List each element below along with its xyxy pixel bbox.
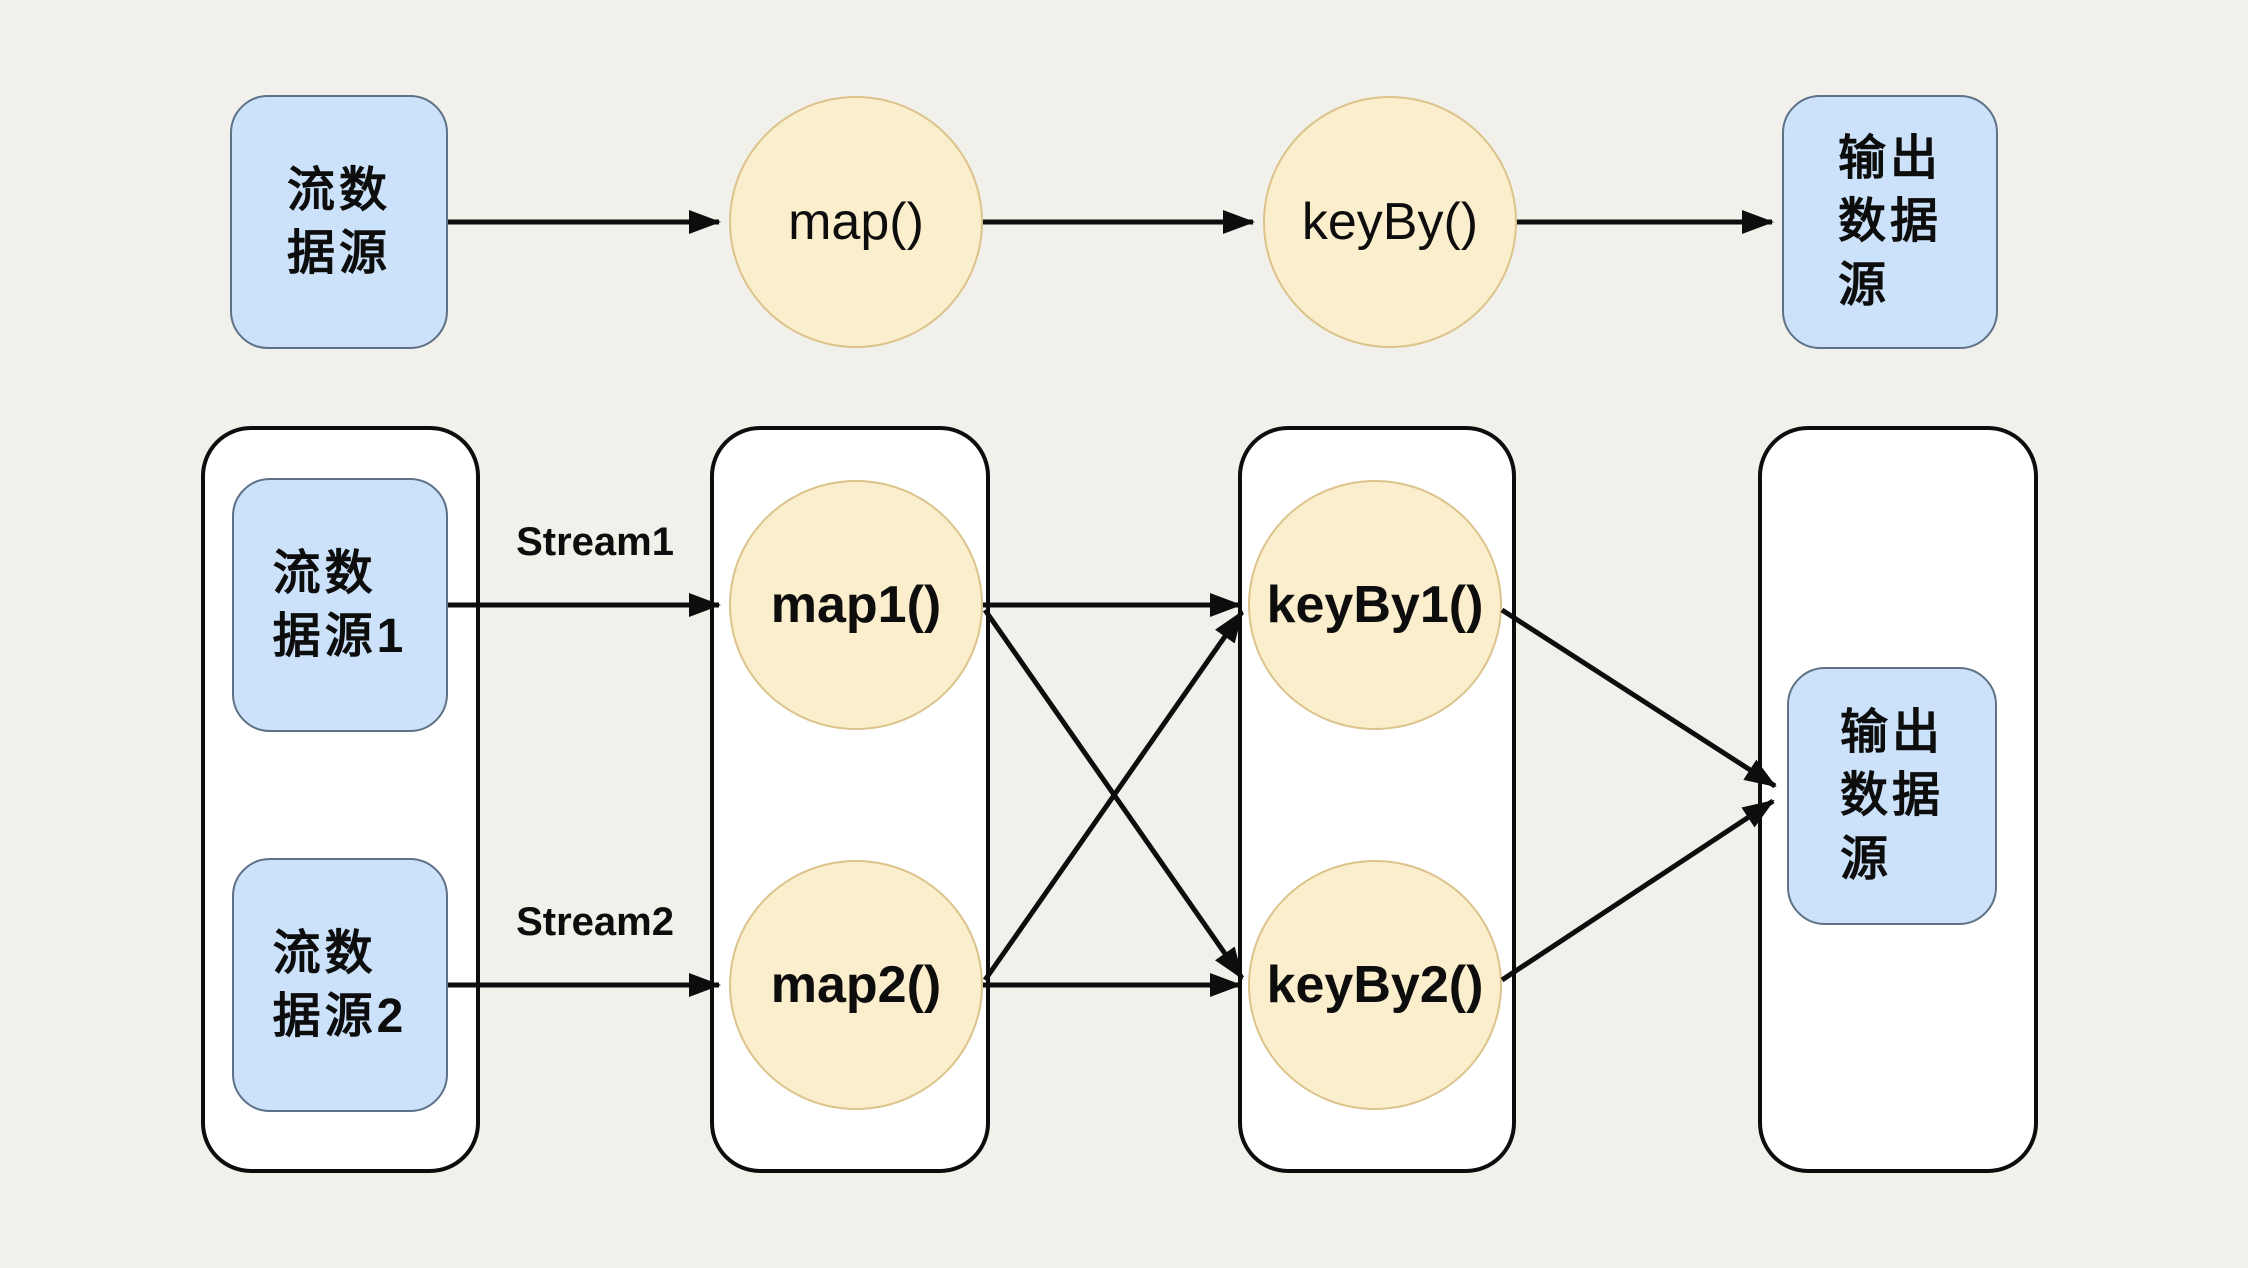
arrow-map2-to-keyby1 [982, 610, 1245, 982]
label-line-1: 流数 [272, 546, 377, 600]
arrow-keyby2-to-sink [1500, 798, 1775, 983]
operator-label: keyBy() [1301, 193, 1479, 251]
node-label: 输出 数据 源 [1838, 127, 1942, 317]
label-line-1: 输出 [1839, 705, 1944, 759]
label-line-2: 数据 [1837, 195, 1942, 249]
node-output-sink-top: 输出 数据 源 [1782, 95, 1998, 349]
node-map1-operator: map1() [729, 480, 983, 730]
node-stream-source-2: 流数 据源2 [232, 858, 448, 1112]
node-stream-source: 流数 据源 [230, 95, 448, 349]
node-stream-source-1: 流数 据源1 [232, 478, 448, 732]
operator-label: map() [788, 193, 924, 251]
label-line-2: 据源 [286, 227, 391, 280]
arrow-map1-to-keyby2 [982, 608, 1245, 980]
node-map2-operator: map2() [729, 860, 983, 1110]
label-line-3: 源 [1839, 832, 1892, 886]
label-line-1: 流数 [286, 163, 391, 217]
node-label: 流数 据源2 [273, 922, 408, 1049]
operator-label: map2() [770, 956, 942, 1014]
edge-label-stream1: Stream1 [516, 520, 674, 564]
node-keyby-operator: keyBy() [1263, 96, 1517, 348]
label-line-2: 据源1 [272, 610, 408, 663]
node-keyby1-operator: keyBy1() [1248, 480, 1502, 730]
label-line-1: 输出 [1837, 131, 1942, 185]
operator-label: keyBy2() [1266, 956, 1484, 1014]
node-map-operator: map() [729, 96, 983, 348]
node-label: 输出 数据 源 [1840, 701, 1944, 891]
label-line-1: 流数 [272, 926, 377, 980]
operator-label: map1() [770, 576, 942, 634]
operator-label: keyBy1() [1266, 576, 1484, 634]
arrow-keyby1-to-sink [1500, 607, 1777, 789]
node-output-sink-bottom: 输出 数据 源 [1787, 667, 1997, 925]
label-line-2: 数据 [1839, 769, 1944, 823]
node-label: 流数 据源 [287, 159, 391, 286]
node-label: 流数 据源1 [273, 542, 408, 669]
label-line-3: 源 [1837, 258, 1890, 312]
edge-label-stream2: Stream2 [516, 900, 674, 944]
label-line-2: 据源2 [272, 990, 408, 1043]
node-keyby2-operator: keyBy2() [1248, 860, 1502, 1110]
